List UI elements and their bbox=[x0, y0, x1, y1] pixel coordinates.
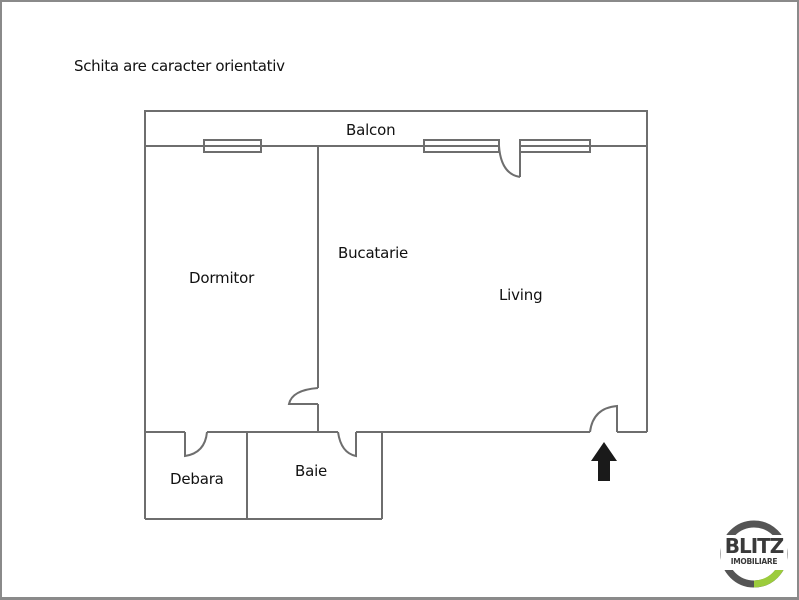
logo-brand: BLITZ bbox=[724, 534, 785, 558]
entrance-door bbox=[589, 404, 618, 433]
window-dormitor bbox=[203, 139, 262, 153]
balcony-door-swing bbox=[498, 145, 521, 178]
entrance-arrow-up-icon bbox=[591, 442, 617, 481]
dormitor-door-swing bbox=[287, 387, 319, 405]
balcony-outline bbox=[144, 110, 648, 146]
logo-sub: IMOBILIARE bbox=[730, 557, 778, 566]
debara-door bbox=[184, 431, 208, 458]
room-label-baie: Baie bbox=[295, 462, 328, 480]
room-label-living: Living bbox=[499, 286, 543, 304]
room-label-bucatarie: Bucatarie bbox=[338, 244, 409, 262]
room-label-debara: Debara bbox=[170, 470, 224, 488]
baie-door bbox=[337, 431, 357, 458]
logo-ring-icon bbox=[720, 520, 788, 588]
room-label-balcon: Balcon bbox=[346, 121, 396, 139]
room-label-dormitor: Dormitor bbox=[189, 269, 255, 287]
disclaimer-caption: Schita are caracter orientativ bbox=[74, 57, 285, 75]
blitz-imobiliare-logo: BLITZ IMOBILIARE bbox=[719, 519, 789, 589]
